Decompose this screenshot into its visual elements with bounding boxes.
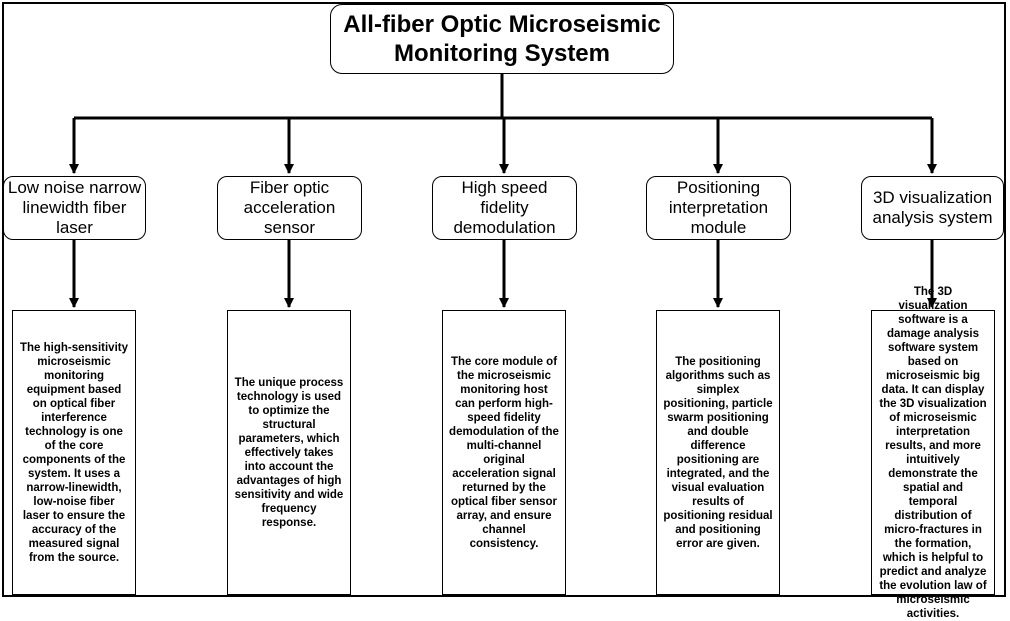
module-box-sensor: Fiber optic acceleration sensor	[217, 176, 362, 240]
description-box-visualization: The 3D visualization software is a damag…	[871, 286, 995, 620]
module-box-demodulation: High speed fidelity demodulation	[432, 176, 577, 240]
module-description: The high-sensitivity microseismic monito…	[20, 341, 128, 564]
module-label: 3D visualization analysis system	[872, 188, 993, 227]
description-box-sensor: The unique process technology is used to…	[227, 310, 351, 595]
description-box-positioning: The positioning algorithms such as simpl…	[656, 310, 780, 595]
system-title: All-fiber Optic Microseismic Monitoring …	[343, 11, 661, 67]
description-box-demodulation: The core module of the microseismic moni…	[442, 310, 566, 595]
module-label: Low noise narrow linewidth fiber laser	[7, 178, 142, 237]
description-box-laser: The high-sensitivity microseismic monito…	[12, 310, 136, 595]
module-description: The positioning algorithms such as simpl…	[663, 355, 773, 550]
module-box-laser: Low noise narrow linewidth fiber laser	[3, 176, 146, 240]
diagram-frame	[2, 2, 1006, 597]
module-box-positioning: Positioning interpretation module	[646, 176, 791, 240]
module-description: The 3D visualization software is a damag…	[879, 285, 987, 620]
module-label: Positioning interpretation module	[668, 178, 769, 237]
module-label: High speed fidelity demodulation	[453, 178, 556, 237]
module-description: The unique process technology is used to…	[234, 376, 344, 529]
module-description: The core module of the microseismic moni…	[449, 355, 559, 550]
module-label: Fiber optic acceleration sensor	[243, 178, 336, 237]
module-box-visualization: 3D visualization analysis system	[861, 176, 1004, 240]
system-title-box: All-fiber Optic Microseismic Monitoring …	[330, 4, 674, 74]
connector-lines	[69, 74, 937, 308]
